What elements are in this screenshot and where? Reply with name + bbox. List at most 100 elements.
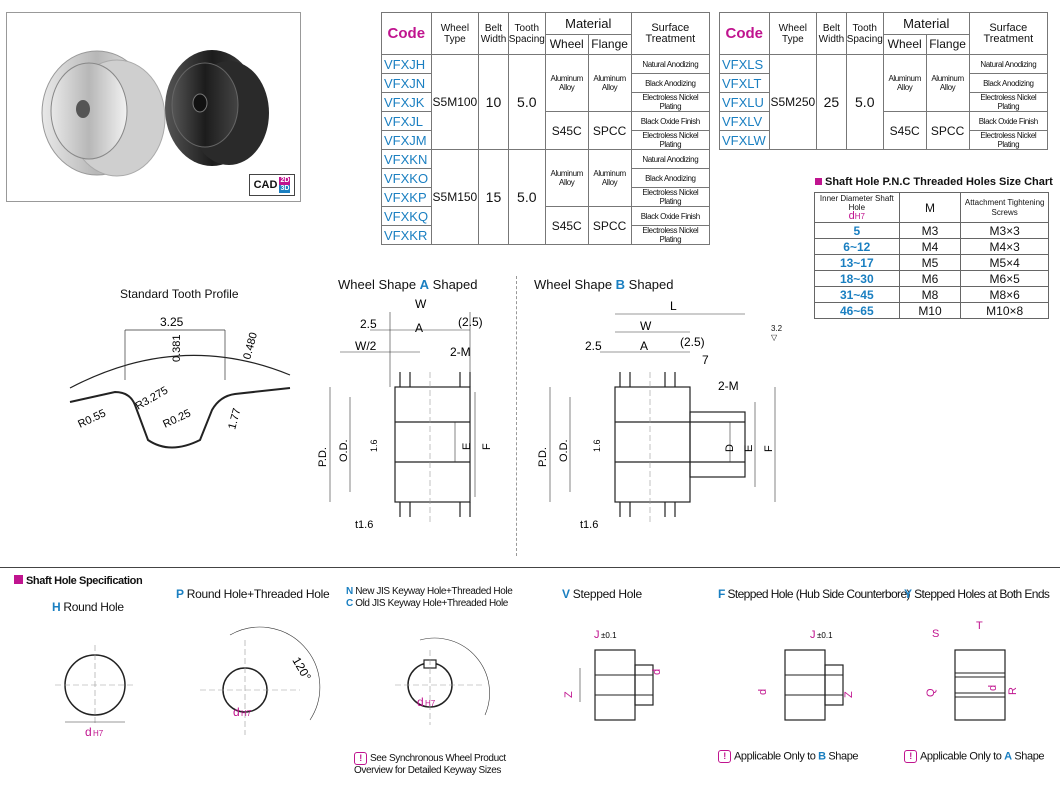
dim-r055: R0.55 (76, 407, 108, 430)
wheel-material-cell: Aluminum Alloy (544, 149, 589, 207)
surface-cell: Black Oxide Finish (630, 206, 711, 226)
dim-f: F (763, 445, 775, 452)
dim-p25: (2.5) (458, 315, 483, 329)
warning-icon: ! (354, 752, 367, 765)
cad-2d: 2D (279, 177, 291, 185)
dim-w: W (415, 297, 427, 311)
diameter-cell: 46~65 (814, 302, 900, 319)
dim-w: W (640, 319, 652, 333)
col-surface: Surface Treatment (630, 12, 711, 55)
wheel-material-cell: S45C (544, 111, 589, 150)
surface-cell: Electroless Nickel Plating (630, 225, 711, 245)
warning-icon: ! (904, 750, 917, 763)
wheel-type-cell: S5M150 (430, 149, 480, 245)
both-ends-drawing: S T Q d R (925, 620, 1019, 721)
wheel-material-cell: Aluminum Alloy (882, 54, 927, 112)
code-cell: VFXLS (719, 54, 770, 74)
wheel-type-cell: S5M250 (768, 54, 818, 150)
spec-v-title: V Stepped Hole (562, 587, 642, 601)
belt-width-cell: 15 (478, 149, 509, 245)
dim-j: J (594, 629, 600, 641)
m-cell: M8 (898, 286, 962, 303)
code-cell: VFXKR (381, 225, 432, 245)
dim-d: d (987, 685, 999, 691)
spec-y-title: Y Stepped Holes at Both Ends (904, 587, 1050, 601)
diameter-cell: 13~17 (814, 254, 900, 271)
surface-cell: Electroless Nickel Plating (630, 130, 711, 150)
dim-e: E (743, 445, 755, 452)
dim-d: d (233, 705, 240, 719)
cad-badge[interactable]: CAD 2D 3D (249, 174, 295, 196)
col-material: Material (544, 12, 632, 35)
surface-cell: Black Anodizing (630, 168, 711, 188)
dim-s: S (932, 628, 939, 640)
code-cell: VFXJK (381, 92, 432, 112)
m-cell: M6 (898, 270, 962, 287)
round-threaded-drawing: 120° d H7 (200, 626, 321, 735)
col-screws: Attachment Tightening Screws (960, 192, 1049, 223)
dim-d: d (417, 695, 424, 709)
diameter-cell: 6~12 (814, 238, 900, 255)
dim-0381: 0.381 (171, 334, 183, 362)
dim-d: d (757, 689, 769, 695)
dim-325: 3.25 (160, 315, 184, 329)
dim-a: A (415, 321, 423, 335)
section-divider (516, 276, 518, 556)
tooth-profile-title: Standard Tooth Profile (120, 287, 239, 301)
shaft-chart-table: Inner Diameter Shaft Hole dH7 M Attachme… (814, 192, 1049, 319)
dim-pm: ±0.1 (817, 631, 833, 640)
col-flange: Flange (925, 34, 970, 55)
spec-h-title: H Round Hole (52, 600, 124, 614)
dim-h7: H7 (93, 729, 104, 738)
shape-b-title: Wheel Shape B Shaped (534, 277, 674, 292)
diameter-cell: 5 (814, 222, 900, 239)
dim-16: 1.6 (369, 439, 379, 452)
belt-width-cell: 25 (816, 54, 847, 150)
dim-t16: t1.6 (355, 519, 373, 531)
screw-cell: M4×3 (960, 238, 1049, 255)
dim-p25: (2.5) (680, 335, 705, 349)
dim-pm: ±0.1 (601, 631, 617, 640)
wheel-type-cell: S5M100 (430, 54, 480, 150)
dim-177: 1.77 (226, 407, 243, 431)
product-photo-frame (6, 12, 301, 202)
dim-16: 1.6 (592, 439, 602, 452)
flange-material-cell: SPCC (587, 111, 632, 150)
pink-square-icon (815, 178, 822, 185)
dim-d: D (724, 444, 736, 452)
pink-square-icon (14, 575, 23, 584)
tooth-spacing-cell: 5.0 (507, 54, 546, 150)
surface-cell: Black Anodizing (968, 73, 1049, 93)
surface-cell: Natural Anodizing (630, 149, 711, 169)
dim-r: R (1007, 687, 1019, 695)
col-wheel-type: Wheel Type (768, 12, 818, 55)
dim-pd: P.D. (537, 447, 549, 467)
wheel-material-cell: Aluminum Alloy (544, 54, 589, 112)
col-material: Material (882, 12, 970, 35)
surface-cell: Black Oxide Finish (968, 111, 1049, 131)
tooth-profile-drawing: 3.25 0.381 0.480 R0.55 R3.275 R0.25 1.77 (69, 315, 291, 449)
screw-cell: M3×3 (960, 222, 1049, 239)
dim-t: T (976, 620, 983, 632)
black-pulley-image (165, 50, 269, 166)
counterbore-drawing: J ±0.1 d Z (757, 629, 855, 721)
dim-r3275: R3.275 (134, 384, 171, 412)
dim-25: 2.5 (585, 339, 602, 353)
dim-od: O.D. (338, 439, 350, 462)
flange-material-cell: SPCC (925, 111, 970, 150)
dim-j: J (810, 629, 816, 641)
surface-cell: Natural Anodizing (968, 54, 1049, 74)
tooth-spacing-cell: 5.0 (845, 54, 884, 150)
surface-cell: Black Anodizing (630, 73, 711, 93)
code-cell: VFXLU (719, 92, 770, 112)
warning-icon: ! (718, 750, 731, 763)
shaft-chart-title: Shaft Hole P.N.C Threaded Holes Size Cha… (815, 176, 1053, 188)
col-wheel: Wheel (544, 34, 589, 55)
keyway-drawing: d H7 (395, 637, 490, 725)
diameter-cell: 31~45 (814, 286, 900, 303)
code-cell: VFXJL (381, 111, 432, 131)
wheel-material-cell: S45C (882, 111, 927, 150)
dim-q: Q (925, 688, 937, 697)
